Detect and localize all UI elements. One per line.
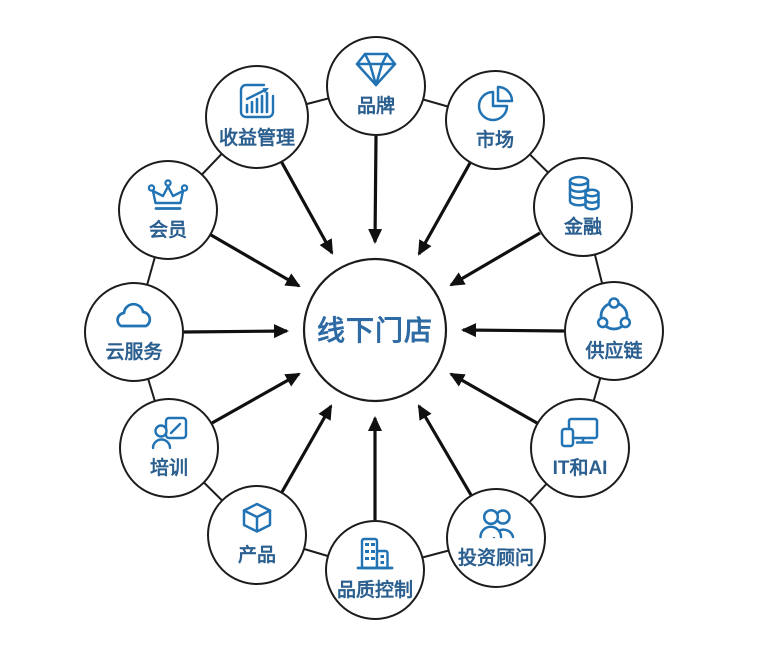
- center-node: 线下门店: [302, 257, 448, 403]
- network-icon: [596, 297, 632, 331]
- node-label: 会员: [149, 218, 187, 241]
- node-label: 产品: [238, 543, 276, 566]
- node-circle: [533, 157, 633, 257]
- node-label: 收益管理: [219, 126, 295, 149]
- node-quality-control: 品质控制: [325, 520, 425, 620]
- node-label: 品牌: [357, 94, 395, 117]
- node-circle: [325, 520, 425, 620]
- node-label: 金融: [563, 215, 602, 238]
- training-icon: [151, 416, 188, 450]
- arrow-it-ai-to-center: [449, 372, 538, 425]
- node-supply-chain: 供应链: [564, 281, 664, 381]
- buildings-icon: [356, 537, 394, 570]
- coins-icon: [568, 175, 600, 211]
- diamond-icon: [355, 52, 397, 87]
- node-circle: [207, 485, 307, 585]
- arrow-market-to-center: [417, 162, 472, 256]
- crown-icon: [147, 179, 189, 210]
- chart-growth-icon: [239, 83, 275, 119]
- node-circle: [446, 488, 546, 588]
- center-label: 线下门店: [317, 315, 433, 346]
- arrow-investment-advisor-to-center: [417, 404, 473, 496]
- node-investment-advisor: 投资顾问: [446, 488, 546, 588]
- node-circle: [118, 160, 218, 260]
- node-circle: [530, 398, 630, 498]
- devices-icon: [560, 417, 599, 448]
- center-circle: [302, 257, 448, 403]
- arrow-cloud-service-to-center: [183, 324, 289, 339]
- node-label: 品质控制: [337, 578, 413, 601]
- cube-icon: [242, 502, 272, 533]
- arrow-supply-chain-to-center: [461, 323, 565, 338]
- node-label: 供应链: [584, 339, 642, 362]
- node-it-ai: IT和AI: [530, 398, 630, 498]
- node-brand: 品牌: [326, 36, 426, 136]
- arrow-revenue-management-to-center: [279, 160, 334, 255]
- arrow-product-to-center: [280, 404, 333, 493]
- arrow-finance-to-center: [449, 231, 541, 287]
- node-label: 市场: [476, 128, 514, 151]
- node-label: 云服务: [105, 340, 163, 363]
- node-finance: 金融: [533, 157, 633, 257]
- node-circle: [84, 282, 184, 382]
- arrow-training-to-center: [211, 372, 301, 425]
- center-arrows: [183, 135, 565, 520]
- pie-chart-icon: [477, 85, 514, 122]
- people-icon: [479, 508, 515, 539]
- arrow-member-to-center: [210, 233, 301, 288]
- arrow-brand-to-center: [368, 135, 383, 244]
- node-member: 会员: [118, 160, 218, 260]
- node-market: 市场: [445, 70, 545, 170]
- node-label: IT和AI: [553, 456, 608, 479]
- node-revenue-management: 收益管理: [205, 65, 309, 169]
- node-label: 培训: [150, 456, 188, 479]
- node-cloud-service: 云服务: [84, 282, 184, 382]
- node-label: 投资顾问: [458, 546, 534, 569]
- node-circle: [564, 281, 664, 381]
- node-training: 培训: [119, 398, 219, 498]
- cloud-icon: [116, 302, 152, 328]
- node-product: 产品: [207, 485, 307, 585]
